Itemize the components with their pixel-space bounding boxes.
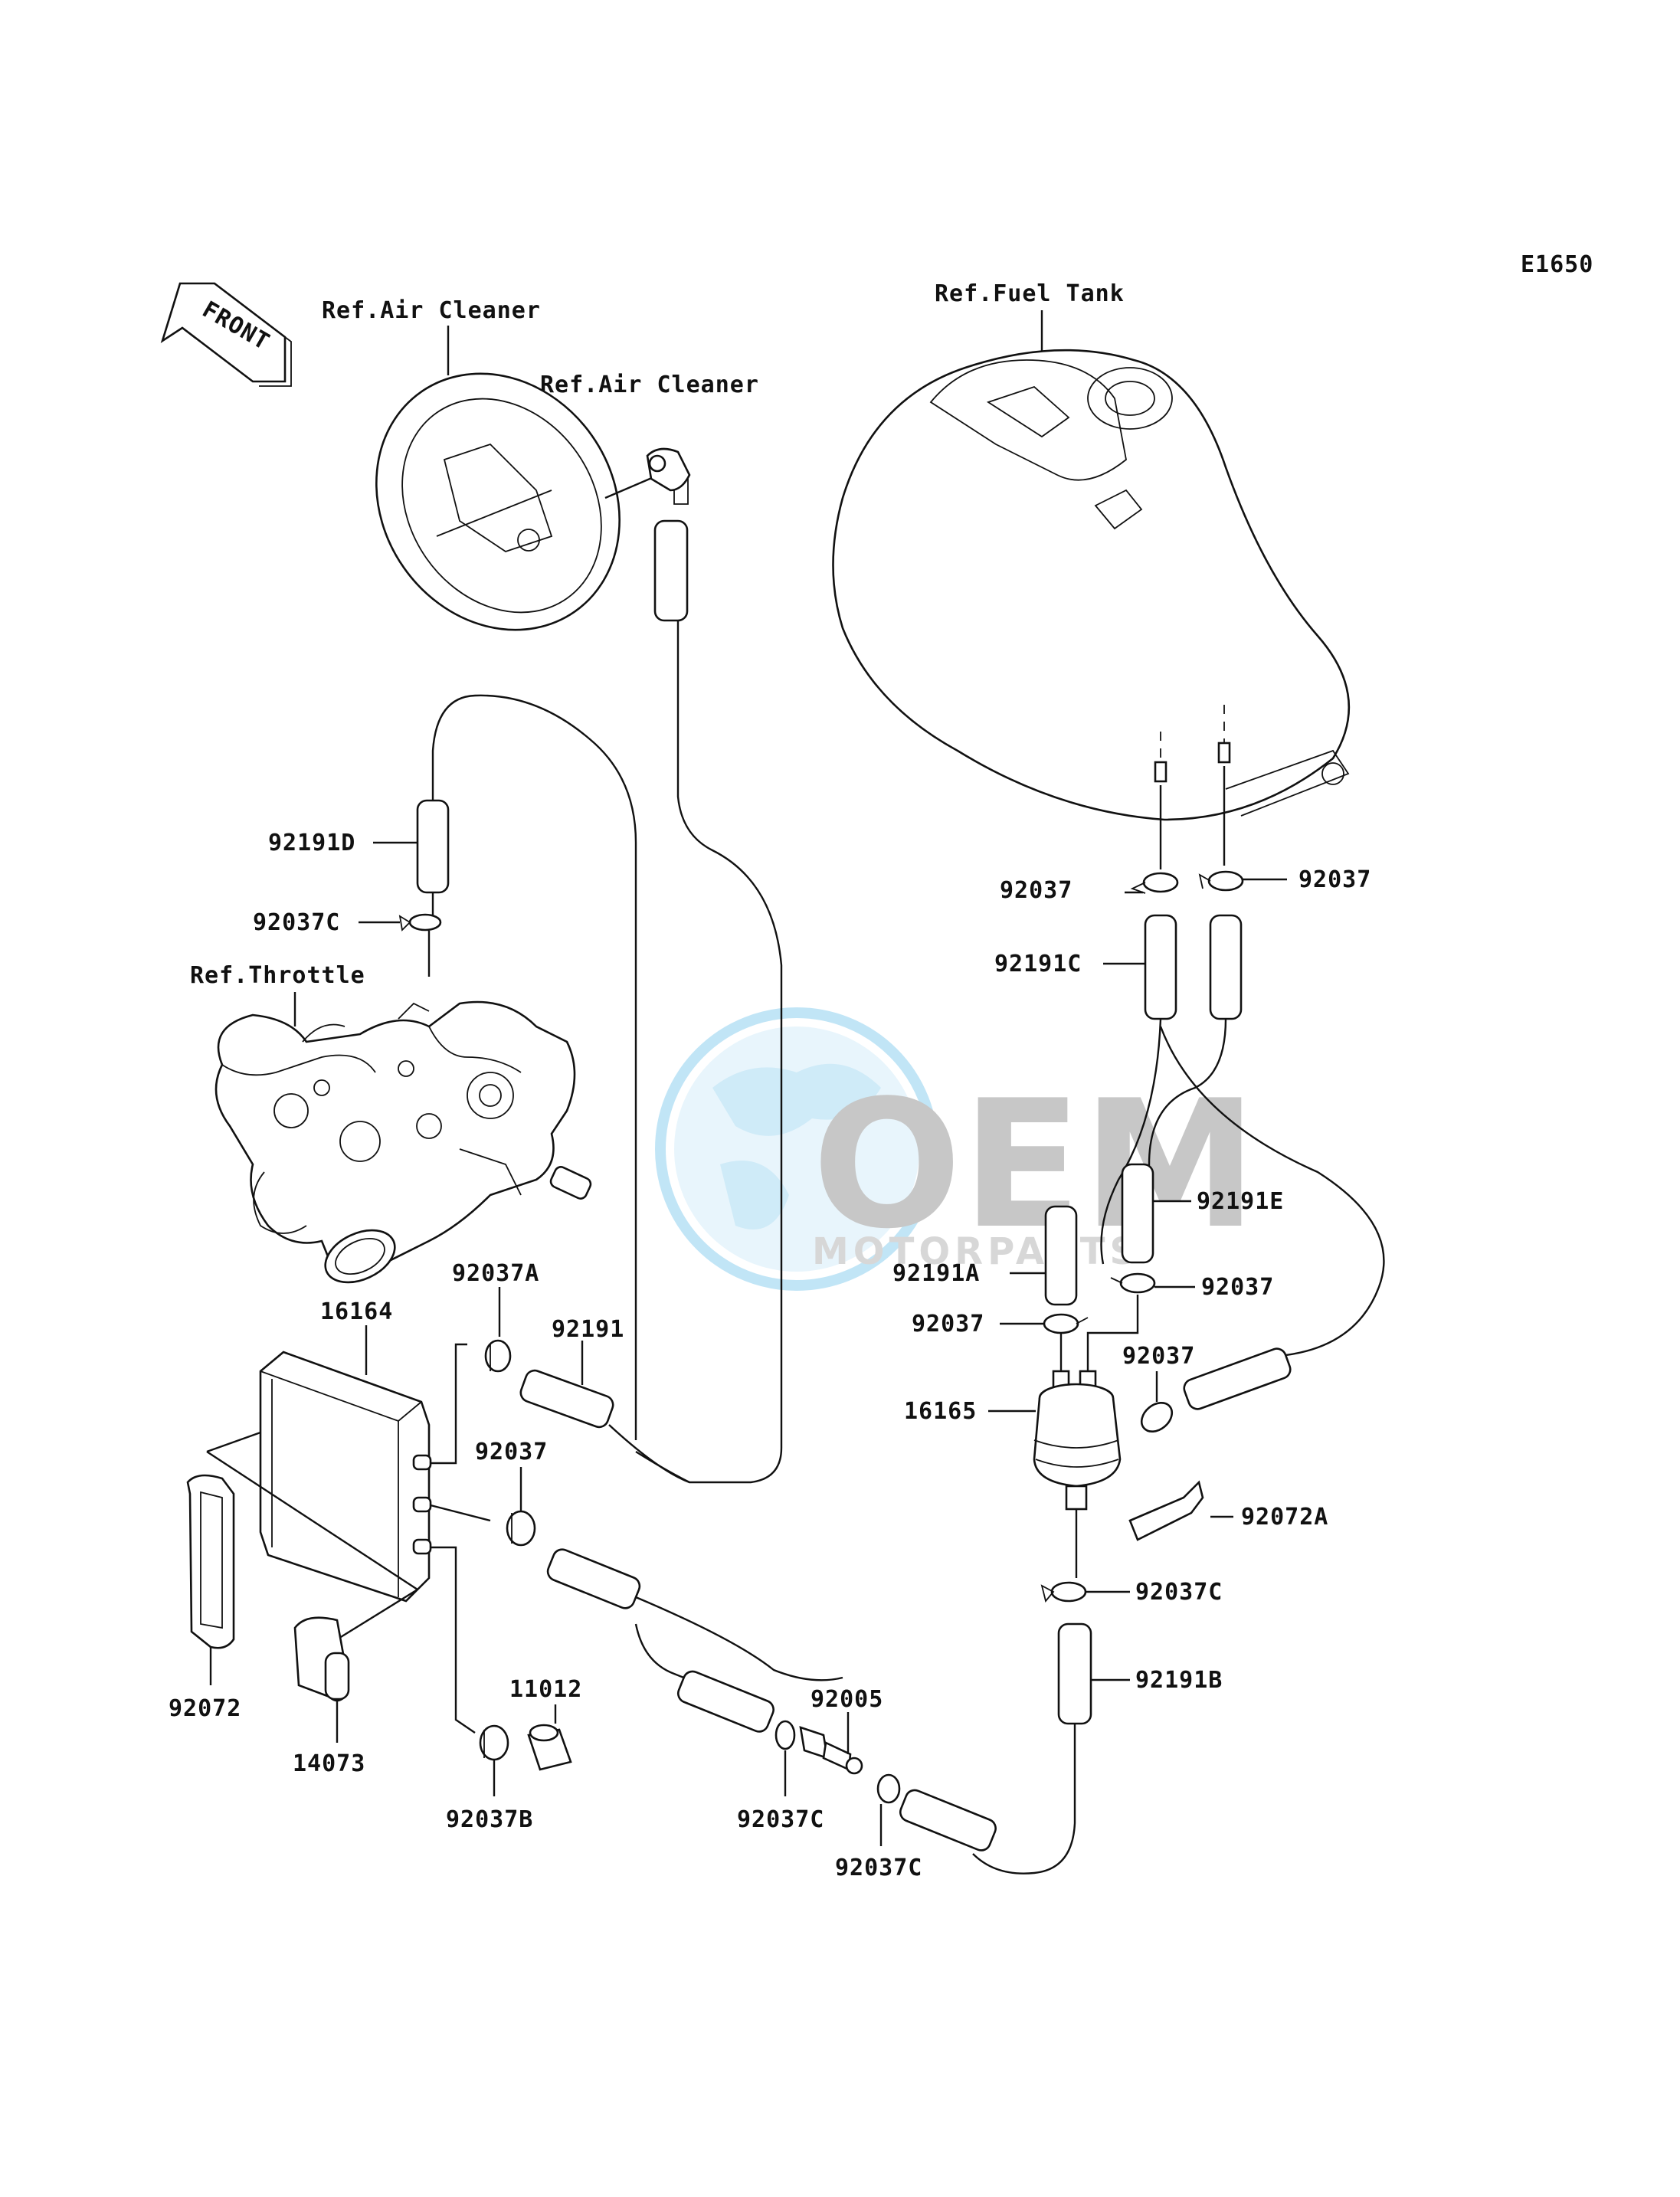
- label-92037c-bottom-right: 92037C: [835, 1855, 922, 1881]
- fuel-tank: [832, 310, 1351, 869]
- cap-11012: [527, 1704, 572, 1771]
- label-92037-filter-left: 92037: [912, 1311, 984, 1338]
- label-92037c-top: 92037C: [253, 909, 340, 936]
- fuel-filter-16165: [988, 1295, 1139, 1511]
- clip-92037b: [479, 1724, 509, 1796]
- label-92037c-filter-bottom: 92037C: [1135, 1579, 1223, 1606]
- watermark-sub: MOTORPARTS: [812, 1230, 1141, 1273]
- line-left-loop: [431, 694, 637, 1440]
- label-14073: 14073: [293, 1750, 365, 1777]
- label-92037-filter-right: 92037: [1201, 1274, 1274, 1301]
- label-92191c: 92191C: [994, 951, 1082, 977]
- diagram-code: E1650: [1521, 251, 1593, 278]
- label-92037a: 92037A: [452, 1260, 539, 1287]
- label-16164: 16164: [320, 1298, 393, 1325]
- label-92037b: 92037B: [446, 1806, 533, 1833]
- label-92037-canister: 92037: [475, 1439, 548, 1465]
- clip-92037-filter-left: [1043, 1313, 1089, 1334]
- label-92037-filter-side: 92037: [1122, 1343, 1195, 1370]
- canister-16164: [259, 1325, 491, 1734]
- watermark-logo: OEM MOTORPARTS: [655, 1007, 1258, 1291]
- watermark-brand: OEM: [812, 1063, 1258, 1268]
- label-92072a: 92072A: [1241, 1504, 1328, 1531]
- label-92191d: 92191D: [268, 830, 355, 856]
- hose-lower-left: [676, 1670, 775, 1733]
- ref-throttle-label: Ref.Throttle: [190, 962, 365, 989]
- clip-92037-canister: [506, 1510, 536, 1547]
- bracket-92072: [186, 1474, 235, 1685]
- clip-92037-filter-right: [1110, 1272, 1156, 1294]
- clip-92037c-filter-bottom: [1040, 1581, 1087, 1603]
- label-92191a: 92191A: [892, 1260, 980, 1287]
- clip-92037-tank-right: [1198, 870, 1244, 892]
- label-92005: 92005: [811, 1686, 883, 1713]
- hose-92191c-left: [1144, 914, 1177, 1020]
- hose-lower-right: [899, 1789, 997, 1852]
- hose-air-cleaner-vent: [653, 519, 689, 622]
- air-cleaner-fitting: [646, 447, 691, 505]
- clip-92037-filter-side: [1140, 1371, 1174, 1433]
- label-92037-tank-left: 92037: [1000, 877, 1073, 904]
- hose-92191e: [1121, 1163, 1154, 1264]
- label-16165: 16165: [904, 1398, 977, 1425]
- label-92072: 92072: [169, 1695, 241, 1722]
- canister-bracket-lines: [206, 1431, 418, 1641]
- ref-air-cleaner-label-2: Ref.Air Cleaner: [540, 372, 759, 398]
- hose-92191a: [1044, 1205, 1078, 1306]
- hose-92191b: [1057, 1622, 1092, 1725]
- hose-right-upper: [1183, 1347, 1292, 1410]
- band-92072a: [1128, 1480, 1233, 1541]
- hose-92191d: [416, 799, 450, 894]
- ref-fuel-tank-label: Ref.Fuel Tank: [935, 280, 1125, 307]
- hose-92191: [519, 1369, 614, 1429]
- air-cleaner-cover: [375, 326, 660, 631]
- clip-92037c-top: [398, 913, 442, 932]
- ref-air-cleaner-label-1: Ref.Air Cleaner: [322, 297, 541, 324]
- hose-canister-mid: [546, 1548, 641, 1609]
- cap-14073: [293, 1616, 350, 1743]
- clip-92037c-bottom-left: [775, 1720, 796, 1750]
- line-tank-to-right-hose: [1159, 1026, 1385, 1357]
- label-92191b: 92191B: [1135, 1667, 1223, 1694]
- hose-92191c-right: [1209, 914, 1243, 1020]
- front-arrow-icon: FRONT: [160, 282, 292, 387]
- line-tank-right-loop: [1148, 1018, 1227, 1233]
- label-92037c-bottom-left: 92037C: [737, 1806, 824, 1833]
- clip-92037a: [484, 1339, 512, 1373]
- clip-92037-tank-left: [1130, 872, 1179, 894]
- label-92191: 92191: [552, 1316, 624, 1343]
- throttle-body: [215, 992, 592, 1284]
- label-92037-tank-right: 92037: [1298, 866, 1371, 893]
- label-11012: 11012: [509, 1676, 582, 1703]
- clip-92037c-bottom-right: [876, 1773, 901, 1804]
- joint-92005: [799, 1726, 863, 1775]
- label-92191e: 92191E: [1197, 1188, 1284, 1215]
